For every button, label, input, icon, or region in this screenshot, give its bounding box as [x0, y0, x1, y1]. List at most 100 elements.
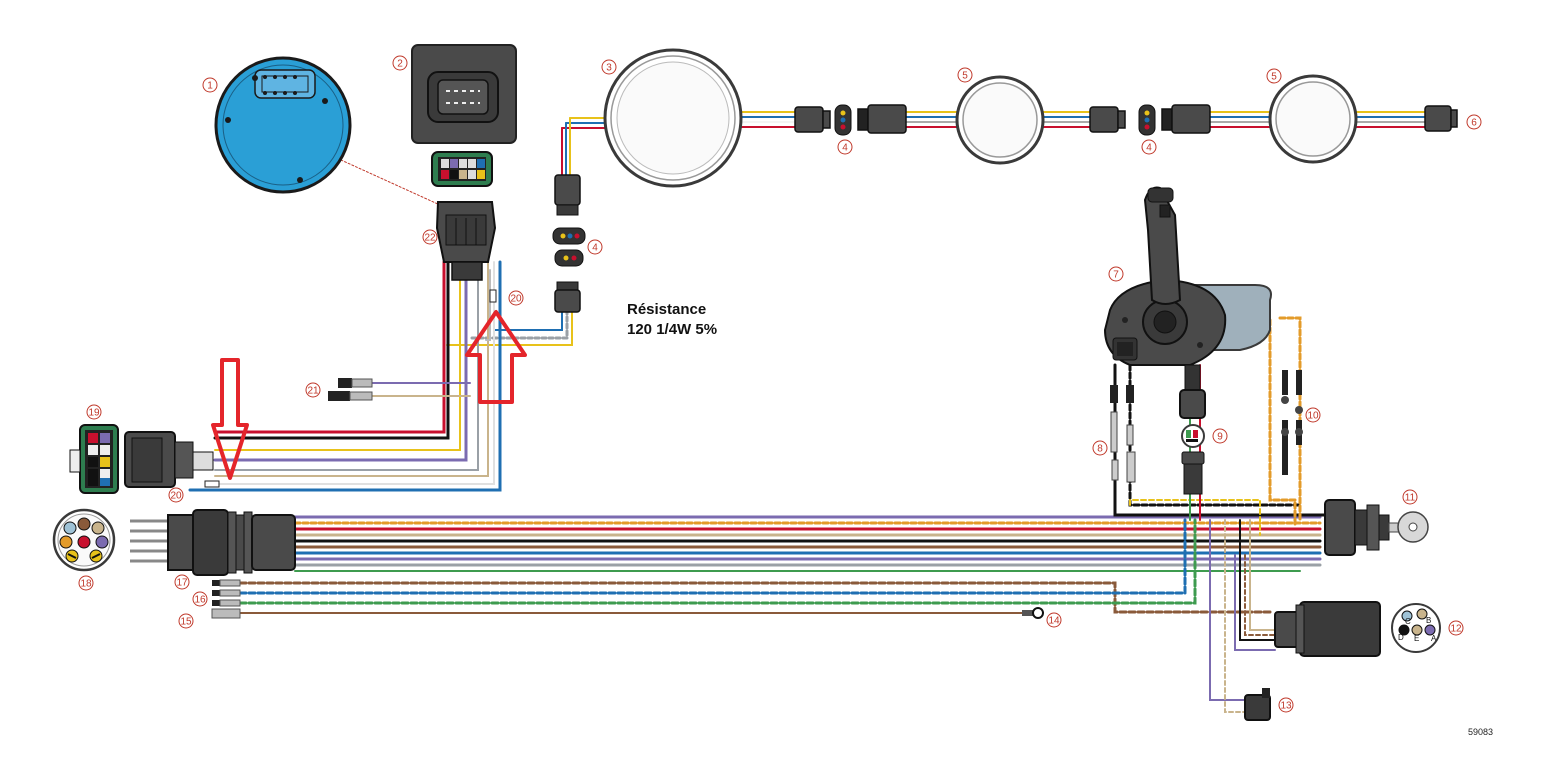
callout-circle: [192, 591, 208, 607]
callout-c3: 3: [601, 59, 617, 75]
red-arrow-up: [465, 310, 527, 404]
callout-number: 6: [1471, 118, 1477, 129]
resistor-20-lower: [204, 480, 220, 488]
sensor-21: [328, 378, 373, 401]
callout-circle: [86, 404, 102, 420]
callout-number: 7: [1113, 270, 1119, 281]
callout-number: 4: [842, 143, 848, 154]
callout-circle: [305, 382, 321, 398]
callout-c4b: 4: [1141, 139, 1157, 155]
callout-c5b: 5: [1266, 68, 1282, 84]
callout-number: 14: [1048, 616, 1060, 627]
gauge-small-5b: [1268, 74, 1358, 164]
callout-circle: [1266, 68, 1282, 84]
bullet-connectors-8: [1110, 385, 1136, 483]
callout-number: 1: [207, 81, 213, 92]
callout-circle: [422, 229, 438, 245]
callout-circle: [837, 139, 853, 155]
wire-harness: [188, 111, 1426, 713]
callout-circle: [174, 574, 190, 590]
callout-number: 2: [397, 59, 403, 70]
annotation-resistance: Résistance: [627, 301, 706, 318]
callout-circle: [1305, 407, 1321, 423]
callout-c14: 14: [1046, 612, 1062, 628]
engine-connector-18: [52, 508, 116, 572]
pin-label-b: B: [1426, 616, 1431, 625]
gauge-large-3: [603, 48, 743, 188]
callout-c6: 6: [1466, 114, 1482, 130]
callout-number: 8: [1097, 444, 1103, 455]
callout-c4a: 4: [837, 139, 853, 155]
aux-wires: [238, 518, 1272, 614]
callout-circle: [1141, 139, 1157, 155]
sensor-21-wires: [371, 382, 471, 397]
terminator-stack-4c: [552, 174, 586, 313]
callout-number: 13: [1280, 701, 1292, 712]
callout-c9: 9: [1212, 428, 1228, 444]
switch-13: [1244, 688, 1271, 721]
callout-circle: [1092, 440, 1108, 456]
callout-c15: 15: [178, 613, 194, 629]
callout-circle: [168, 487, 184, 503]
red-arrow-down: [211, 358, 249, 480]
ring-terminal-14: [1022, 607, 1044, 619]
callout-c20b: 20: [168, 487, 184, 503]
callout-circle: [587, 239, 603, 255]
engine-plug-body: [130, 509, 296, 576]
callout-c20a: 20: [508, 290, 524, 306]
ignition-switch-11: [1324, 499, 1429, 556]
callout-circle: [508, 290, 524, 306]
callout-c7: 7: [1108, 266, 1124, 282]
callout-number: 21: [307, 386, 319, 397]
callout-c2: 2: [392, 55, 408, 71]
callout-c5a: 5: [957, 67, 973, 83]
control-harness-wires: [293, 515, 1322, 572]
canbus-wires-gauge-chain: [561, 111, 1426, 129]
callout-number: 16: [194, 595, 206, 606]
leader-line: [329, 154, 441, 206]
callout-c4c: 4: [587, 239, 603, 255]
connector-19: [69, 424, 214, 494]
callout-number: 20: [170, 491, 182, 502]
callout-circle: [78, 575, 94, 591]
callout-number: 5: [962, 71, 968, 82]
callout-circle: [1046, 612, 1062, 628]
callout-circle: [392, 55, 408, 71]
callout-circle: [1466, 114, 1482, 130]
callout-number: 11: [1405, 493, 1416, 504]
callout-number: 4: [1146, 143, 1152, 154]
callout-circle: [1402, 489, 1418, 505]
callout-circle: [178, 613, 194, 629]
callout-number: 5: [1271, 72, 1277, 83]
bullet-connectors-10: [1281, 370, 1303, 475]
pin-label-a: A: [1431, 634, 1437, 643]
callout-number: 3: [606, 63, 612, 74]
gauge-small-5a: [955, 75, 1045, 165]
callout-circle: [1448, 620, 1464, 636]
callout-circle: [1212, 428, 1228, 444]
callout-number: 10: [1307, 411, 1319, 422]
connector-22: [435, 201, 497, 281]
figure-id: 59083: [1468, 727, 1493, 737]
callout-number: 19: [88, 408, 100, 419]
callout-c8: 8: [1092, 440, 1108, 456]
pin-label-e: E: [1414, 634, 1419, 643]
callout-c13: 13: [1278, 697, 1294, 713]
callout-circle: [1278, 697, 1294, 713]
connector-12: C B D E A: [1274, 601, 1441, 657]
callout-c17: 17: [174, 574, 190, 590]
callout-circle: [601, 59, 617, 75]
callout-c19: 19: [86, 404, 102, 420]
annotation-resistance-value: 120 1/4W 5%: [627, 321, 717, 338]
callout-c16: 16: [192, 591, 208, 607]
callout-c11: 11: [1402, 489, 1418, 505]
callout-c12: 12: [1448, 620, 1464, 636]
remote-control-7: [1103, 186, 1272, 419]
display-module: [411, 44, 517, 144]
callout-circle: [1108, 266, 1124, 282]
callout-number: 15: [180, 617, 192, 628]
gauge-back-blue: [214, 56, 352, 194]
callout-c1: 1: [202, 77, 218, 93]
